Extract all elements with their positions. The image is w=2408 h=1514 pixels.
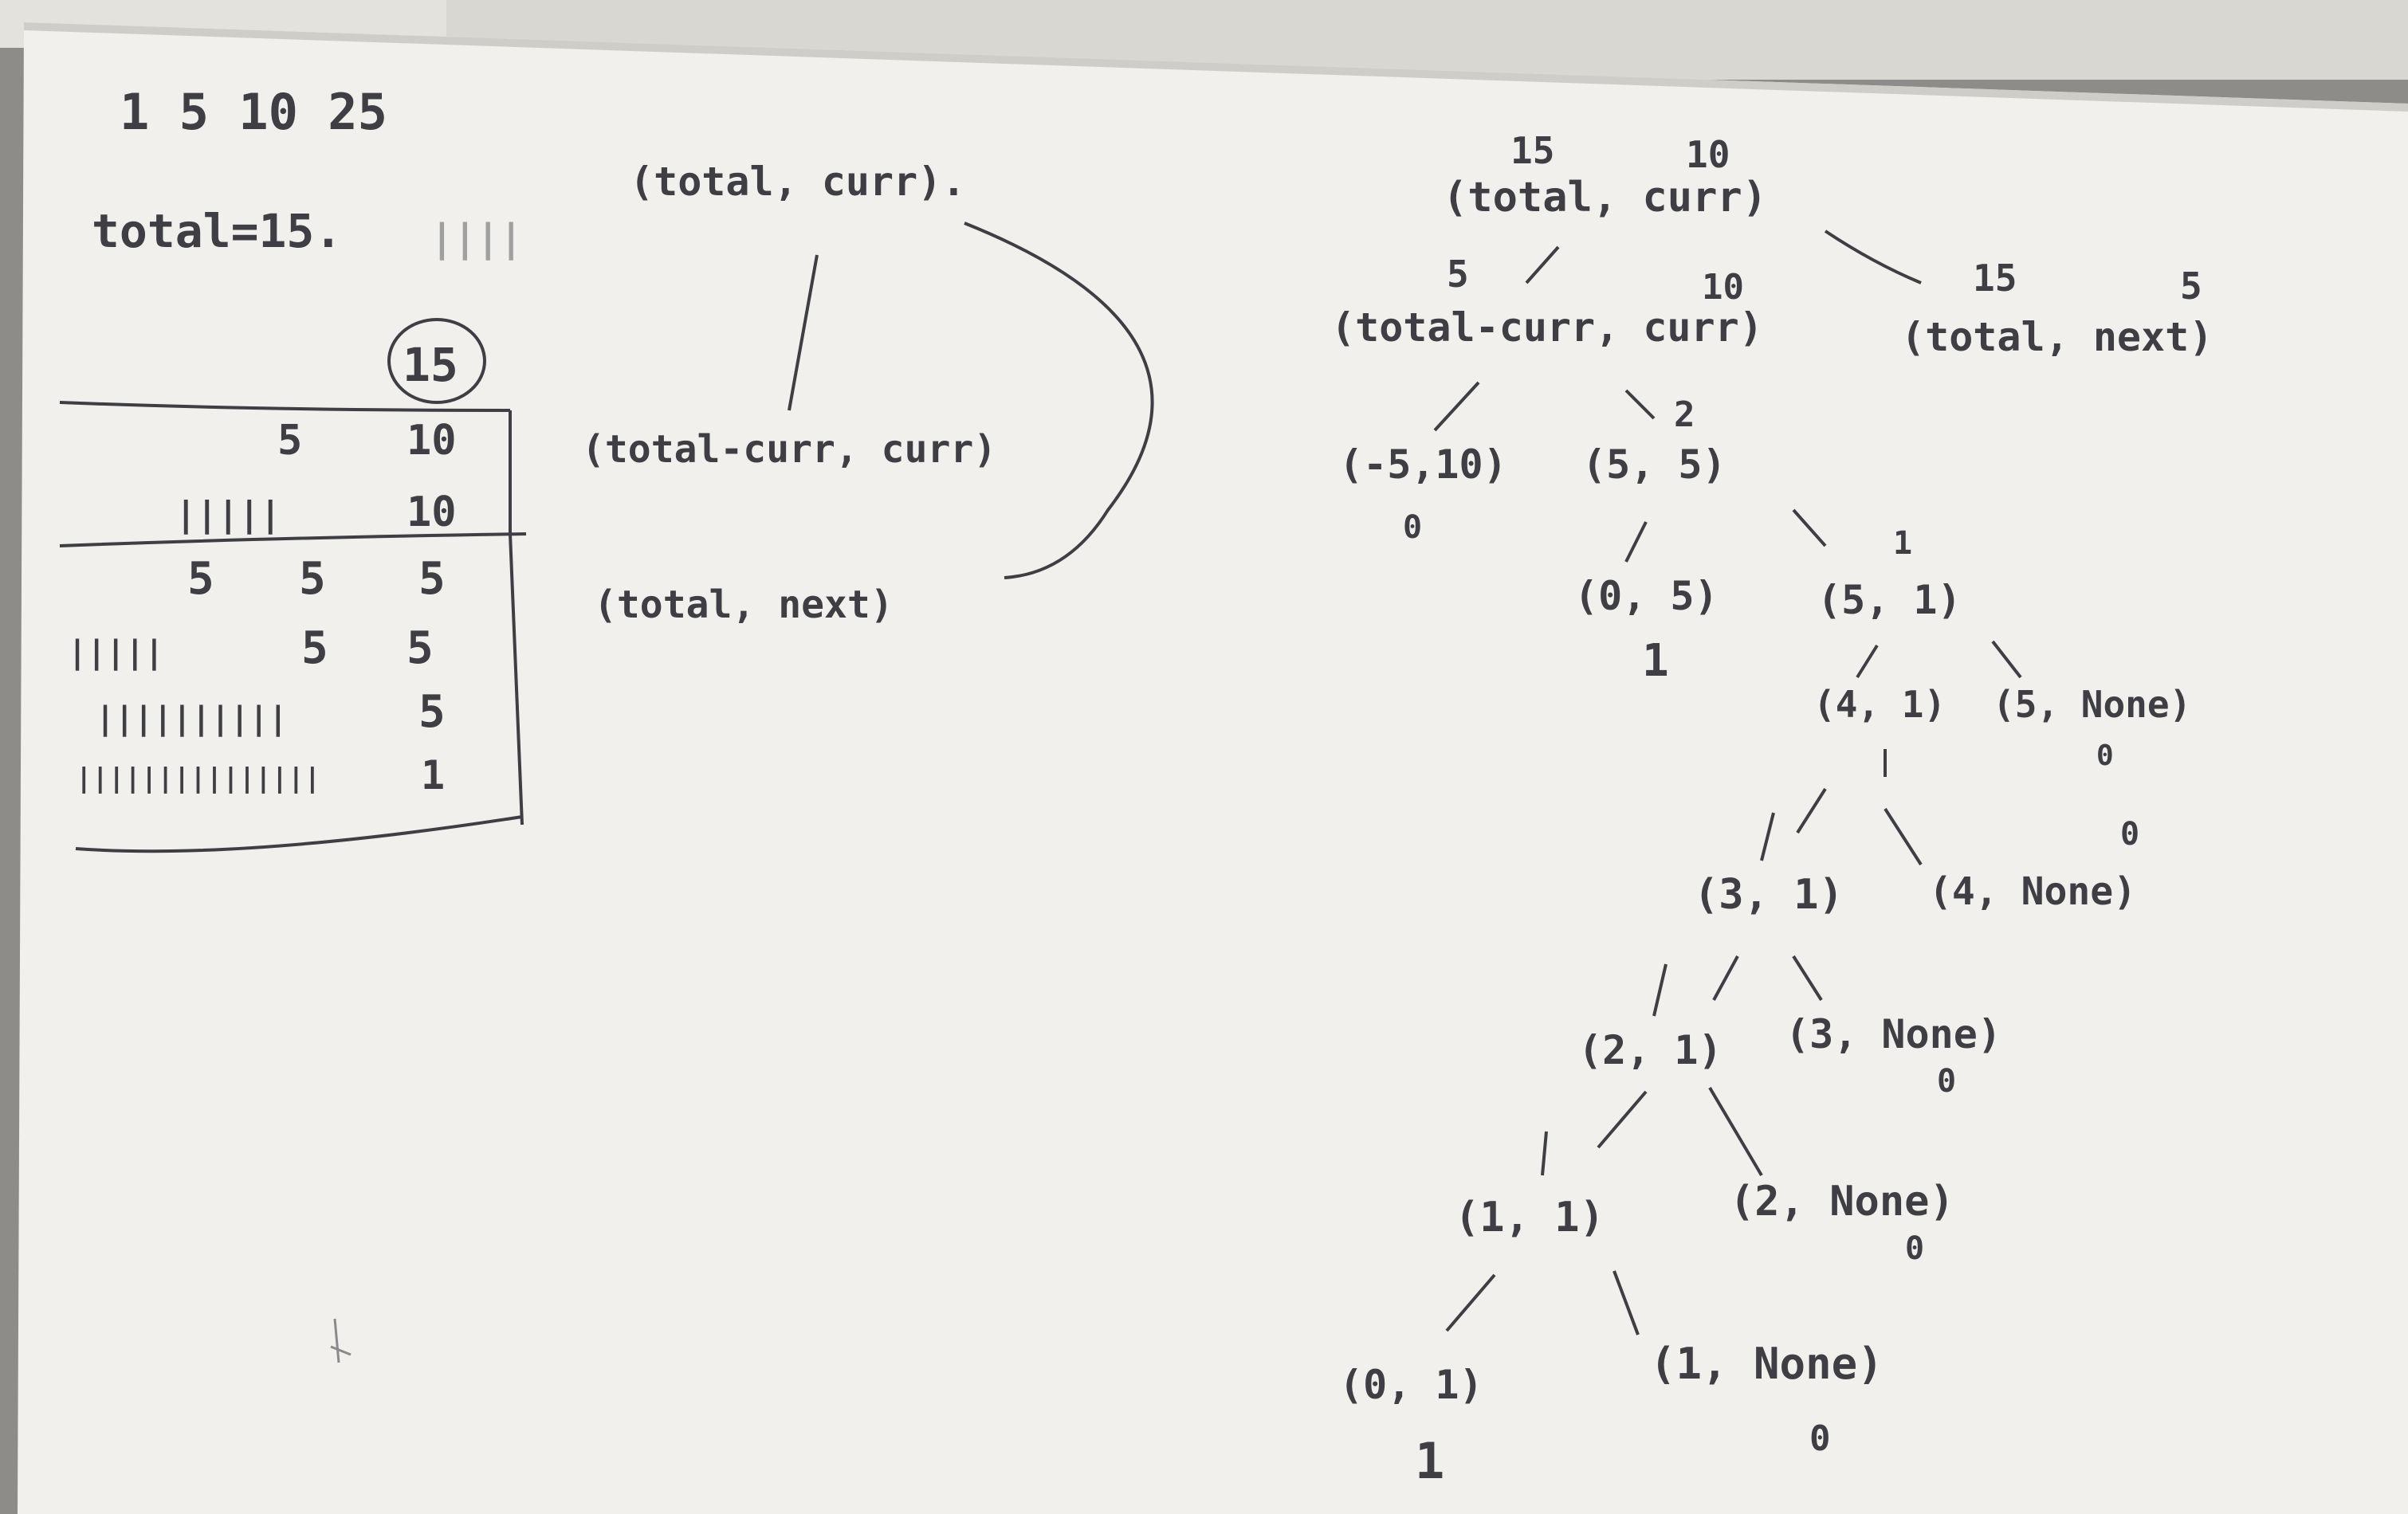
edge-n4-n5 — [1856, 644, 1879, 679]
tree-node-n2: (5, 5) — [1582, 441, 1726, 488]
paper-shadow-edge — [24, 22, 2408, 112]
table-right-border — [509, 410, 524, 826]
table-row-2-col-3: 10 — [407, 488, 457, 536]
tree-node-n12-result: 0 — [1905, 1230, 1924, 1267]
tree-node-n10: (3, None) — [1785, 1011, 2001, 1057]
recursion-tree: 15 10 (total, curr) 5 10 (total-curr, cu… — [1331, 129, 2213, 1490]
edge-root-left — [1525, 245, 1560, 284]
edge-root-left-value: 5 — [1447, 253, 1469, 296]
circled-total-ring — [387, 318, 486, 404]
edge-n5-n7-b — [1760, 812, 1775, 861]
left-child-value: 10 — [1702, 267, 1744, 308]
tree-node-n8: (4, None) — [1929, 869, 2136, 914]
edge-n9-n11-a — [1597, 1090, 1648, 1149]
edge-n11-n13 — [1445, 1273, 1496, 1332]
edge-left-n2 — [1624, 389, 1656, 420]
tree-left-child: (total-curr, curr) — [1331, 304, 1763, 351]
sketch-right-child: (total, next) — [594, 582, 894, 627]
table-top-line — [59, 401, 511, 412]
sketch-edge-arc — [964, 222, 1154, 579]
table-bottom-line — [75, 815, 523, 853]
table-row-3-col-2: 5 — [299, 553, 326, 605]
tree-node-n1-result: 0 — [1403, 509, 1422, 546]
tree-node-n11: (1, 1) — [1455, 1194, 1605, 1241]
table-row-3-col-1: 5 — [187, 553, 214, 605]
table-middle-line — [59, 532, 527, 547]
tree-node-n10-result: 0 — [1937, 1063, 1956, 1100]
right-child-value-curr: 5 — [2180, 265, 2202, 308]
table-row-4-col-1: ||||| — [68, 634, 163, 672]
root-value-total: 15 — [1510, 129, 1554, 172]
tree-node-n1: (-5,10) — [1339, 441, 1507, 488]
table-row-3-col-3: 5 — [418, 553, 446, 605]
table-row-5-col-2: 5 — [418, 686, 446, 738]
edge-n2-n3 — [1624, 521, 1648, 563]
right-child-value-total: 15 — [1973, 257, 2017, 300]
tree-node-n9: (2, 1) — [1578, 1027, 1723, 1073]
table-row-6-col-2: 1 — [421, 752, 445, 798]
total-label: total=15. — [92, 204, 342, 258]
edge-n9-n11-b — [1541, 1131, 1548, 1176]
sketch-root: (total, curr). — [630, 159, 965, 205]
edge-left-n1 — [1433, 381, 1480, 432]
tree-node-n12: (2, None) — [1730, 1178, 1954, 1226]
edge-n7-n9-a — [1712, 955, 1739, 1001]
tree-root: (total, curr) — [1443, 174, 1767, 222]
edge-left-n2-value: 2 — [1674, 394, 1695, 435]
edge-n5-n7-a — [1796, 787, 1827, 834]
edge-n11-n14 — [1613, 1270, 1640, 1336]
stray-mark — [330, 1318, 352, 1363]
table-row-4-col-2: 5 — [301, 622, 328, 674]
table-row-4-col-3: 5 — [407, 622, 434, 674]
edge-n7-n10 — [1792, 955, 1823, 1002]
tree-node-n3-result: 1 — [1642, 635, 1669, 687]
edge-n4-n6 — [1991, 640, 2022, 679]
table-row-1-col-3: 10 — [407, 417, 457, 465]
edge-root-right — [1824, 229, 1922, 284]
tree-node-n6: (5, None) — [1993, 683, 2191, 726]
circled-total-value: 15 — [403, 338, 458, 392]
sketch-edge-left — [788, 254, 819, 411]
coin-denominations: 1 5 10 25 — [120, 83, 387, 141]
root-value-curr: 10 — [1686, 133, 1730, 176]
tree-right-child: (total, next) — [1901, 314, 2213, 360]
tree-node-n13: (0, 1) — [1339, 1362, 1483, 1408]
table-row-1-col-2: 5 — [277, 417, 302, 465]
tree-node-n14-result: 0 — [1809, 1418, 1831, 1459]
tree-node-n4: (5, 1) — [1817, 577, 1962, 623]
edge-n9-n12 — [1708, 1086, 1763, 1177]
tree-node-n7: (3, 1) — [1694, 871, 1844, 919]
tree-node-n6-result: 0 — [2096, 739, 2114, 772]
table-row-5-col-1: |||||||||| — [96, 700, 288, 738]
edge-n2-n4-value: 1 — [1893, 525, 1912, 562]
tree-node-n14: (1, None) — [1650, 1339, 1884, 1389]
edge-n7-n9-b — [1652, 963, 1668, 1017]
table-row-6-col-1: ||||||||||||||| — [76, 763, 320, 794]
tally-scribble: |||| — [430, 216, 523, 261]
paper-sheet — [18, 22, 2408, 1514]
edge-n5-n8 — [1884, 807, 1923, 866]
table-row-2-col-1: ||||| — [175, 494, 281, 535]
tree-node-n5: (4, 1) — [1813, 683, 1946, 726]
tree-node-n3: (0, 5) — [1574, 573, 1719, 619]
left-notes: 1 5 10 25 total=15. |||| 15 5 10 ||||| 1… — [59, 83, 527, 853]
recursion-sketch: (total, curr). (total-curr, curr) (total… — [582, 159, 1154, 627]
tree-node-n13-result: 1 — [1415, 1432, 1444, 1490]
edge-n2-n4 — [1792, 508, 1827, 547]
sketch-left-child: (total-curr, curr) — [582, 427, 996, 472]
tree-node-n8-result: 0 — [2120, 816, 2139, 853]
